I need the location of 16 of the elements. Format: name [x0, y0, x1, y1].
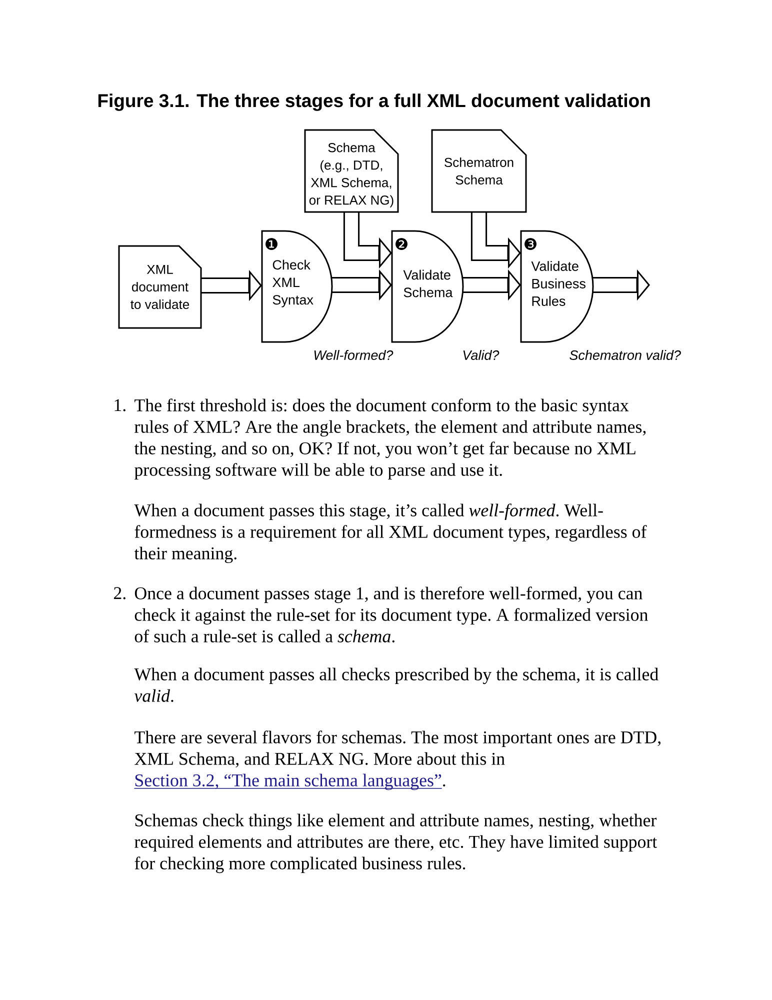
callout-number: ❸: [524, 238, 536, 250]
callout-number: ❶: [266, 238, 278, 250]
paragraph: Schemas check things like element and attribute names, nesting, whether required elements and attributes are there, etc. They have limited support for checking more complicated business rules.: [134, 814, 658, 874]
result-label: Schematron valid?: [570, 350, 681, 360]
list-number: 2.: [114, 587, 126, 600]
paragraph: Once a document passes stage 1, and is therefore well-formed, you can check it against the rule-set for its document type. A formalized version of such a rule-set is called a schema.: [134, 586, 648, 642]
result-label: Valid?: [463, 350, 500, 360]
paragraph: There are several flavors for schemas. The most important ones are DTD, XML Schema, and RELAX NG. More about this in Section 3.2, “The main schema languages”.: [134, 730, 660, 790]
result-label: Well-formed?: [314, 350, 394, 360]
link: Section 3.2, “The main schema languages”: [134, 774, 442, 790]
callout-number: ❷: [396, 238, 408, 250]
paragraph: The first threshold is: does the document conform to the basic syntax rules of XML? Are the angle brackets, the element and attribute names, the nesting, and so on, OK? If not, you won’t get far because no XML processing software will be able to parse and use it.: [134, 398, 646, 480]
paragraph: When a document passes all checks prescribed by the schema, it is called valid.: [134, 668, 658, 702]
list-number: 1.: [114, 399, 126, 412]
figure-title: Figure 3.1. The three stages for a full XML document validation: [98, 94, 650, 111]
paragraph: When a document passes this stage, it’s called well-formed. Well-formedness is a requirement for all XML document types, regardless of their meaning.: [134, 504, 647, 564]
